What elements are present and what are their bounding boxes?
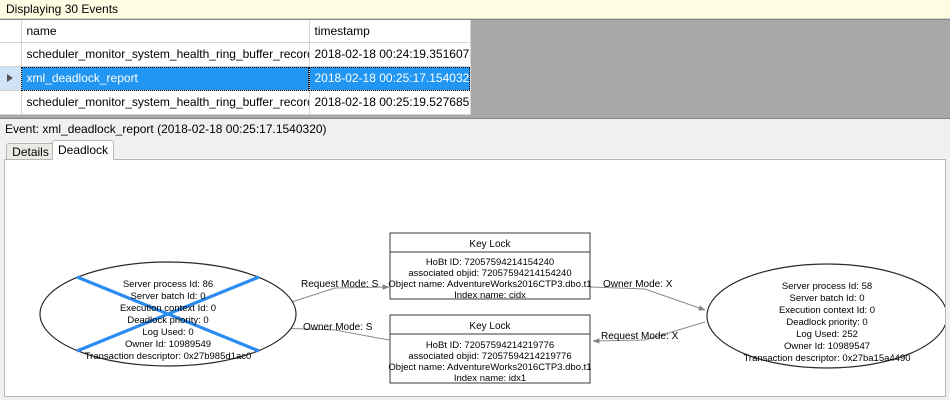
row-indicator-cell[interactable] <box>0 66 22 91</box>
right-process-line-1: Server batch Id: 0 <box>790 293 865 304</box>
right-process-line-6: Transaction descriptor: 0x27ba15a4490 <box>743 353 910 364</box>
tab-details[interactable]: Details <box>6 143 55 160</box>
table-row[interactable]: scheduler_monitor_system_health_ring_buf… <box>0 42 471 67</box>
edge-label-request-mode-s: Request Mode: S <box>301 279 379 290</box>
edge-label-request-mode-x: Request Mode: X <box>601 331 679 342</box>
deadlock-graph-svg: Request Mode: S Owner Mode: X Owner Mode… <box>39 232 945 384</box>
top-key-lock-title: Key Lock <box>469 239 511 250</box>
right-process-line-2: Execution context Id: 0 <box>779 305 875 316</box>
edge-label-owner-mode-x: Owner Mode: X <box>603 279 673 290</box>
events-grid[interactable]: name timestamp scheduler_monitor_system_… <box>0 19 950 119</box>
bottom-key-lock-node[interactable]: Key Lock HoBt ID: 72057594214219776 asso… <box>388 314 592 384</box>
cell-timestamp[interactable]: 2018-02-18 00:24:19.3516078 <box>309 42 471 67</box>
right-process-ellipse[interactable] <box>706 263 945 369</box>
event-detail-header: Event: xml_deadlock_report (2018-02-18 0… <box>0 120 950 138</box>
edge-label-owner-mode-s: Owner Mode: S <box>303 322 373 333</box>
bottom-key-lock-line-0: HoBt ID: 72057594214219776 <box>426 340 554 351</box>
event-title: Event: xml_deadlock_report (2018-02-18 0… <box>5 122 327 136</box>
cell-timestamp[interactable]: 2018-02-18 00:25:17.1540320 <box>309 66 471 91</box>
victim-cross-icon <box>76 275 260 353</box>
bottom-key-lock-line-1: associated objid: 72057594214219776 <box>408 351 571 362</box>
left-process-line-6: Transaction descriptor: 0x27b985d1ac0 <box>85 351 252 362</box>
bottom-key-lock-title: Key Lock <box>469 321 511 332</box>
bottom-key-lock-box[interactable] <box>389 314 591 384</box>
top-key-lock-line-1: associated objid: 72057594214154240 <box>408 268 571 279</box>
left-process-line-2: Execution context Id: 0 <box>120 303 216 314</box>
detail-tabstrip: Details Deadlock <box>0 140 950 160</box>
deadlock-graph-panel[interactable]: Request Mode: S Owner Mode: X Owner Mode… <box>4 159 946 397</box>
table-header-row: name timestamp <box>0 20 471 43</box>
left-process-line-0: Server process Id: 86 <box>123 279 213 290</box>
edge-top-owner-right: Owner Mode: X <box>590 279 706 311</box>
cell-name[interactable]: scheduler_monitor_system_health_ring_buf… <box>21 42 310 67</box>
table-row[interactable]: scheduler_monitor_system_health_ring_buf… <box>0 90 471 115</box>
edge-right-request-bottom: Request Mode: X <box>592 321 706 344</box>
left-process-line-3: Deadlock priority: 0 <box>127 315 208 326</box>
events-table: name timestamp scheduler_monitor_system_… <box>0 20 471 115</box>
right-process-line-4: Log Used: 252 <box>796 329 858 340</box>
top-key-lock-node[interactable]: Key Lock HoBt ID: 72057594214154240 asso… <box>388 232 592 301</box>
bottom-key-lock-line-2: Object name: AdventureWorks2016CTP3.dbo.… <box>388 362 591 373</box>
left-process-line-4: Log Used: 0 <box>142 327 193 338</box>
cell-timestamp[interactable]: 2018-02-18 00:25:19.5276859 <box>309 90 471 115</box>
top-key-lock-box[interactable] <box>389 232 591 300</box>
current-row-arrow-icon <box>7 74 14 83</box>
top-key-lock-line-3: Index name: cidx <box>454 290 526 301</box>
table-row[interactable]: xml_deadlock_report 2018-02-18 00:25:17.… <box>0 66 471 91</box>
cell-name[interactable]: scheduler_monitor_system_health_ring_buf… <box>21 90 310 115</box>
top-key-lock-line-0: HoBt ID: 72057594214154240 <box>426 257 554 268</box>
tab-deadlock[interactable]: Deadlock <box>52 140 114 160</box>
top-key-lock-line-2: Object name: AdventureWorks2016CTP3.dbo.… <box>388 279 591 290</box>
row-indicator-header[interactable] <box>0 20 22 43</box>
bottom-key-lock-line-3: Index name: idx1 <box>454 373 526 384</box>
events-count-label: Displaying 30 Events <box>6 2 119 16</box>
left-process-line-1: Server batch Id: 0 <box>131 291 206 302</box>
column-header-name[interactable]: name <box>21 20 310 43</box>
left-process-line-5: Owner Id: 10989549 <box>125 339 211 350</box>
column-header-timestamp[interactable]: timestamp <box>309 20 471 43</box>
row-indicator-cell[interactable] <box>0 42 22 67</box>
edge-bottom-owner-left: Owner Mode: S <box>276 322 390 341</box>
right-process-line-3: Deadlock priority: 0 <box>786 317 867 328</box>
cell-name[interactable]: xml_deadlock_report <box>21 66 310 91</box>
row-indicator-cell[interactable] <box>0 90 22 115</box>
right-process-line-0: Server process Id: 58 <box>782 281 872 292</box>
right-process-line-5: Owner Id: 10989547 <box>784 341 870 352</box>
right-process-node[interactable]: Server process Id: 58 Server batch Id: 0… <box>706 263 945 369</box>
edge-left-request-top: Request Mode: S <box>272 279 390 309</box>
events-status-bar: Displaying 30 Events <box>0 0 950 19</box>
left-process-node[interactable]: Server process Id: 86 Server batch Id: 0… <box>39 261 297 367</box>
